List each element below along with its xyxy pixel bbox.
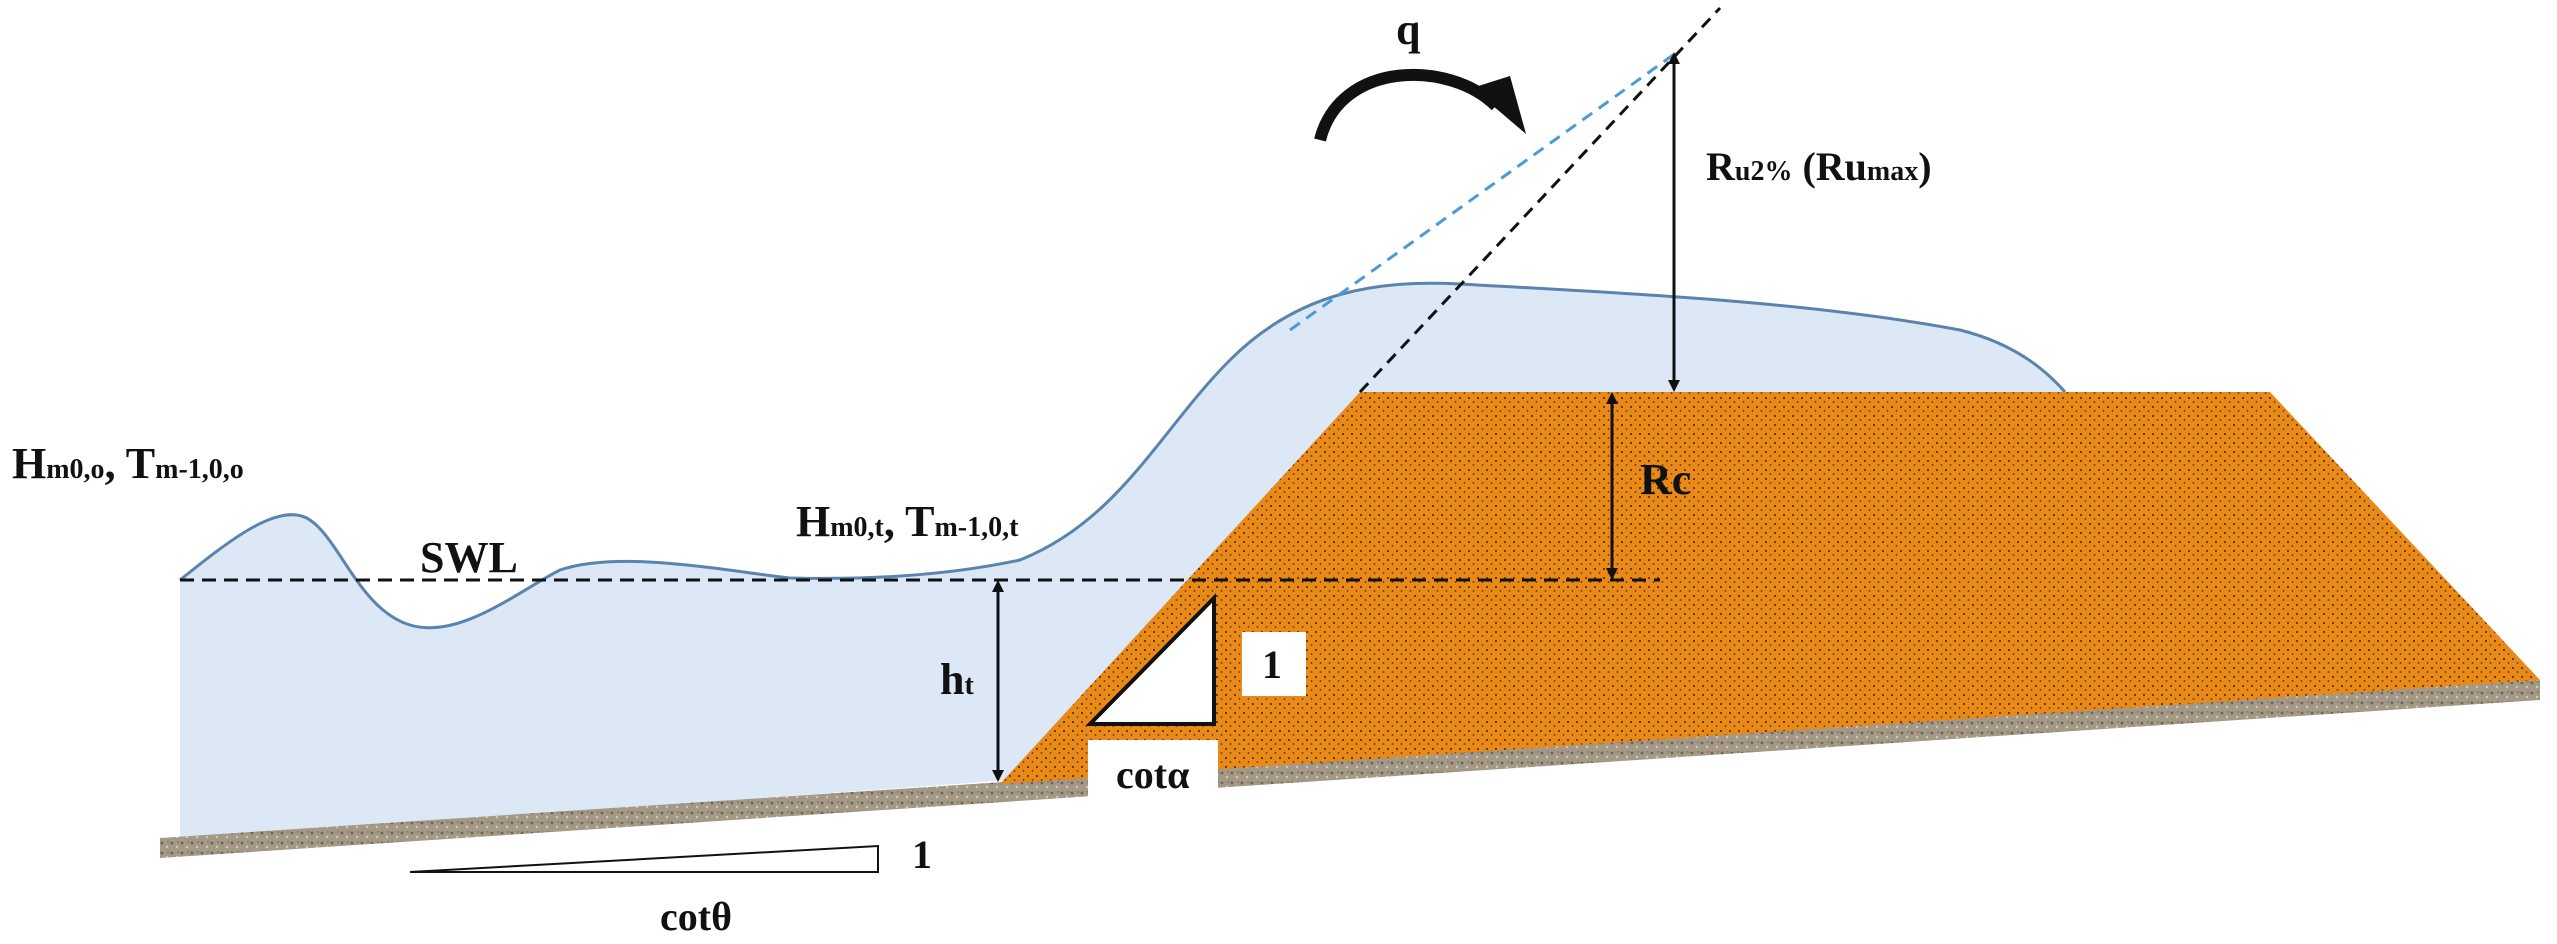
slope-extension-line <box>1358 6 1722 394</box>
bed-slope-triangle <box>409 844 879 873</box>
slope-triangle <box>1085 593 1216 726</box>
cot-alpha-label: cotα <box>1116 752 1189 797</box>
cot-alpha-box <box>1088 740 1218 798</box>
runup-dashed-line <box>1289 48 1681 332</box>
slope-one-label: 1 <box>1262 642 1282 687</box>
dike-body <box>1000 392 2540 784</box>
toe-wave-label: Hm0,t, Tm-1,0,t <box>796 497 1019 546</box>
q-label: q <box>1396 5 1421 54</box>
slope-one-box <box>1242 632 1306 696</box>
seabed-layer <box>160 680 2540 858</box>
swl-label: SWL <box>420 533 518 582</box>
overtopping-arrow-icon <box>1314 68 1501 142</box>
ht-label: ht <box>940 655 974 704</box>
cot-theta-label: cotθ <box>660 894 732 939</box>
water-surface-line <box>179 281 2067 630</box>
runup-label: Ru2% (Rumax) <box>1706 144 1932 189</box>
offshore-wave-label: Hm0,o, Tm-1,0,o <box>12 439 244 488</box>
water-body <box>180 283 2065 840</box>
bed-one-label: 1 <box>912 832 932 877</box>
rc-label: Rc <box>1640 455 1691 504</box>
overtopping-arrowhead <box>1472 76 1526 134</box>
